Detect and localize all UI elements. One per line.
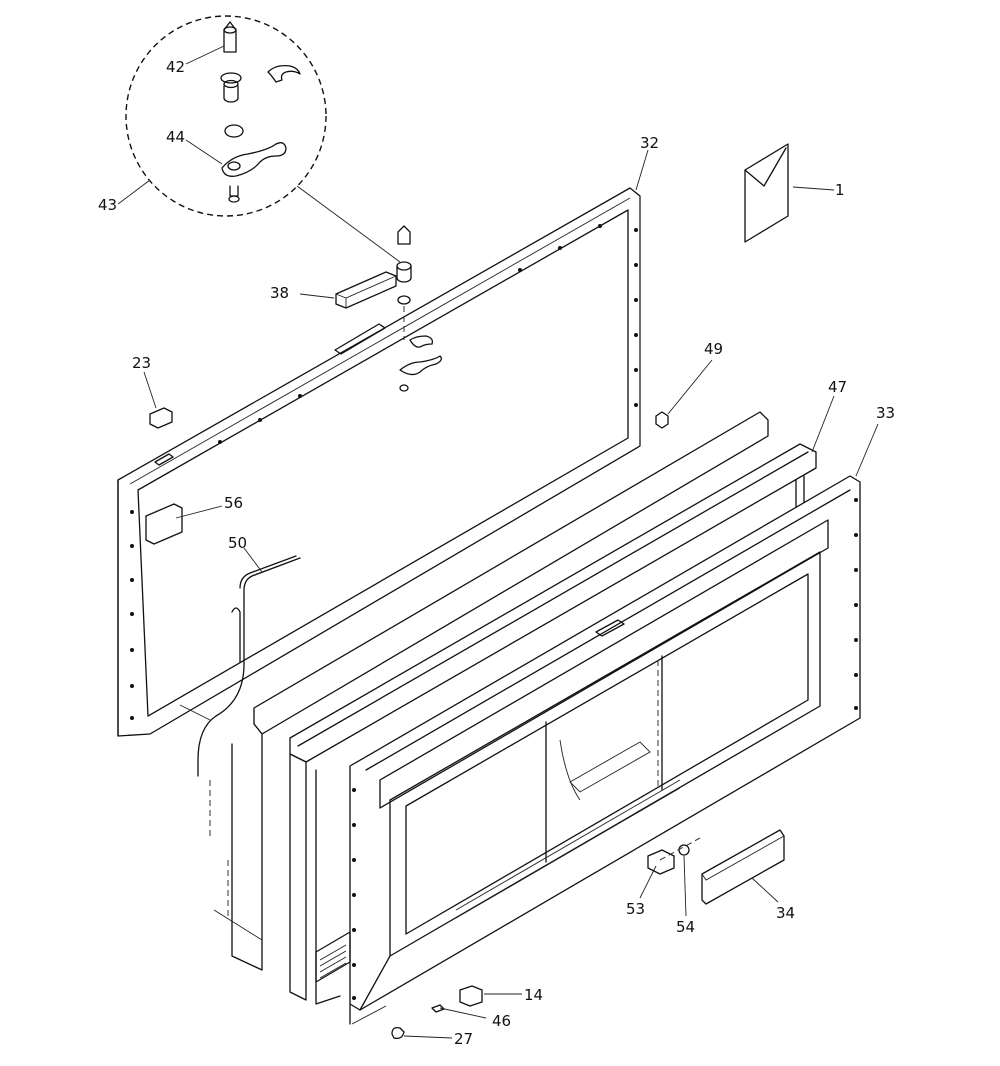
- callout-23: 23: [132, 354, 151, 372]
- callout-33: 33: [876, 404, 895, 422]
- callout-27: 27: [454, 1030, 473, 1048]
- callout-14: 14: [524, 986, 543, 1004]
- door-outer-panel: [179, 411, 769, 971]
- bumper-part-14: [459, 985, 483, 1007]
- detail-connector-line: [296, 185, 401, 263]
- hinge-detail-circle: [125, 15, 327, 217]
- callout-50: 50: [228, 534, 247, 552]
- hinge-clip-part: [267, 64, 301, 83]
- screw-part-27: [391, 1026, 405, 1040]
- vent-grille: [315, 931, 351, 983]
- callout-43: 43: [98, 196, 117, 214]
- panel-holes: [352, 498, 858, 1000]
- callout-38: 38: [270, 284, 289, 302]
- nut-part-49: [655, 411, 669, 429]
- heater-wire-part: [197, 557, 301, 777]
- callout-54: 54: [676, 918, 695, 936]
- callout-46: 46: [492, 1012, 511, 1030]
- callout-56: 56: [224, 494, 243, 512]
- hinge-assembly: [396, 225, 442, 392]
- callout-32: 32: [640, 134, 659, 152]
- hinge-detail-group: [125, 15, 327, 217]
- leader-lines: [117, 45, 879, 1039]
- callout-49: 49: [704, 340, 723, 358]
- door-liner-part: [289, 443, 817, 1005]
- callout-47: 47: [828, 378, 847, 396]
- frame-holes: [130, 224, 638, 720]
- callout-1: 1: [835, 181, 845, 199]
- bracket-part-56: [145, 503, 183, 545]
- door-inner-panel: [315, 475, 861, 1025]
- callout-44: 44: [166, 128, 185, 146]
- callout-42: 42: [166, 58, 185, 76]
- door-handle-part: [335, 271, 397, 309]
- callout-34: 34: [776, 904, 795, 922]
- lock-cylinder-part: [678, 844, 690, 856]
- hinge-arm-part: [221, 142, 287, 177]
- hinge-pin-part: [223, 21, 237, 53]
- trim-strip-part: [701, 829, 785, 905]
- callout-53: 53: [626, 900, 645, 918]
- lock-body-part: [647, 849, 675, 875]
- callout-labels: 1 14 23 27 32 33 34 38 42 43 44 46 47 49…: [98, 58, 895, 1048]
- manual-sheet: [744, 143, 789, 243]
- door-gasket-frame: [117, 187, 641, 737]
- clip-part-23: [149, 407, 173, 429]
